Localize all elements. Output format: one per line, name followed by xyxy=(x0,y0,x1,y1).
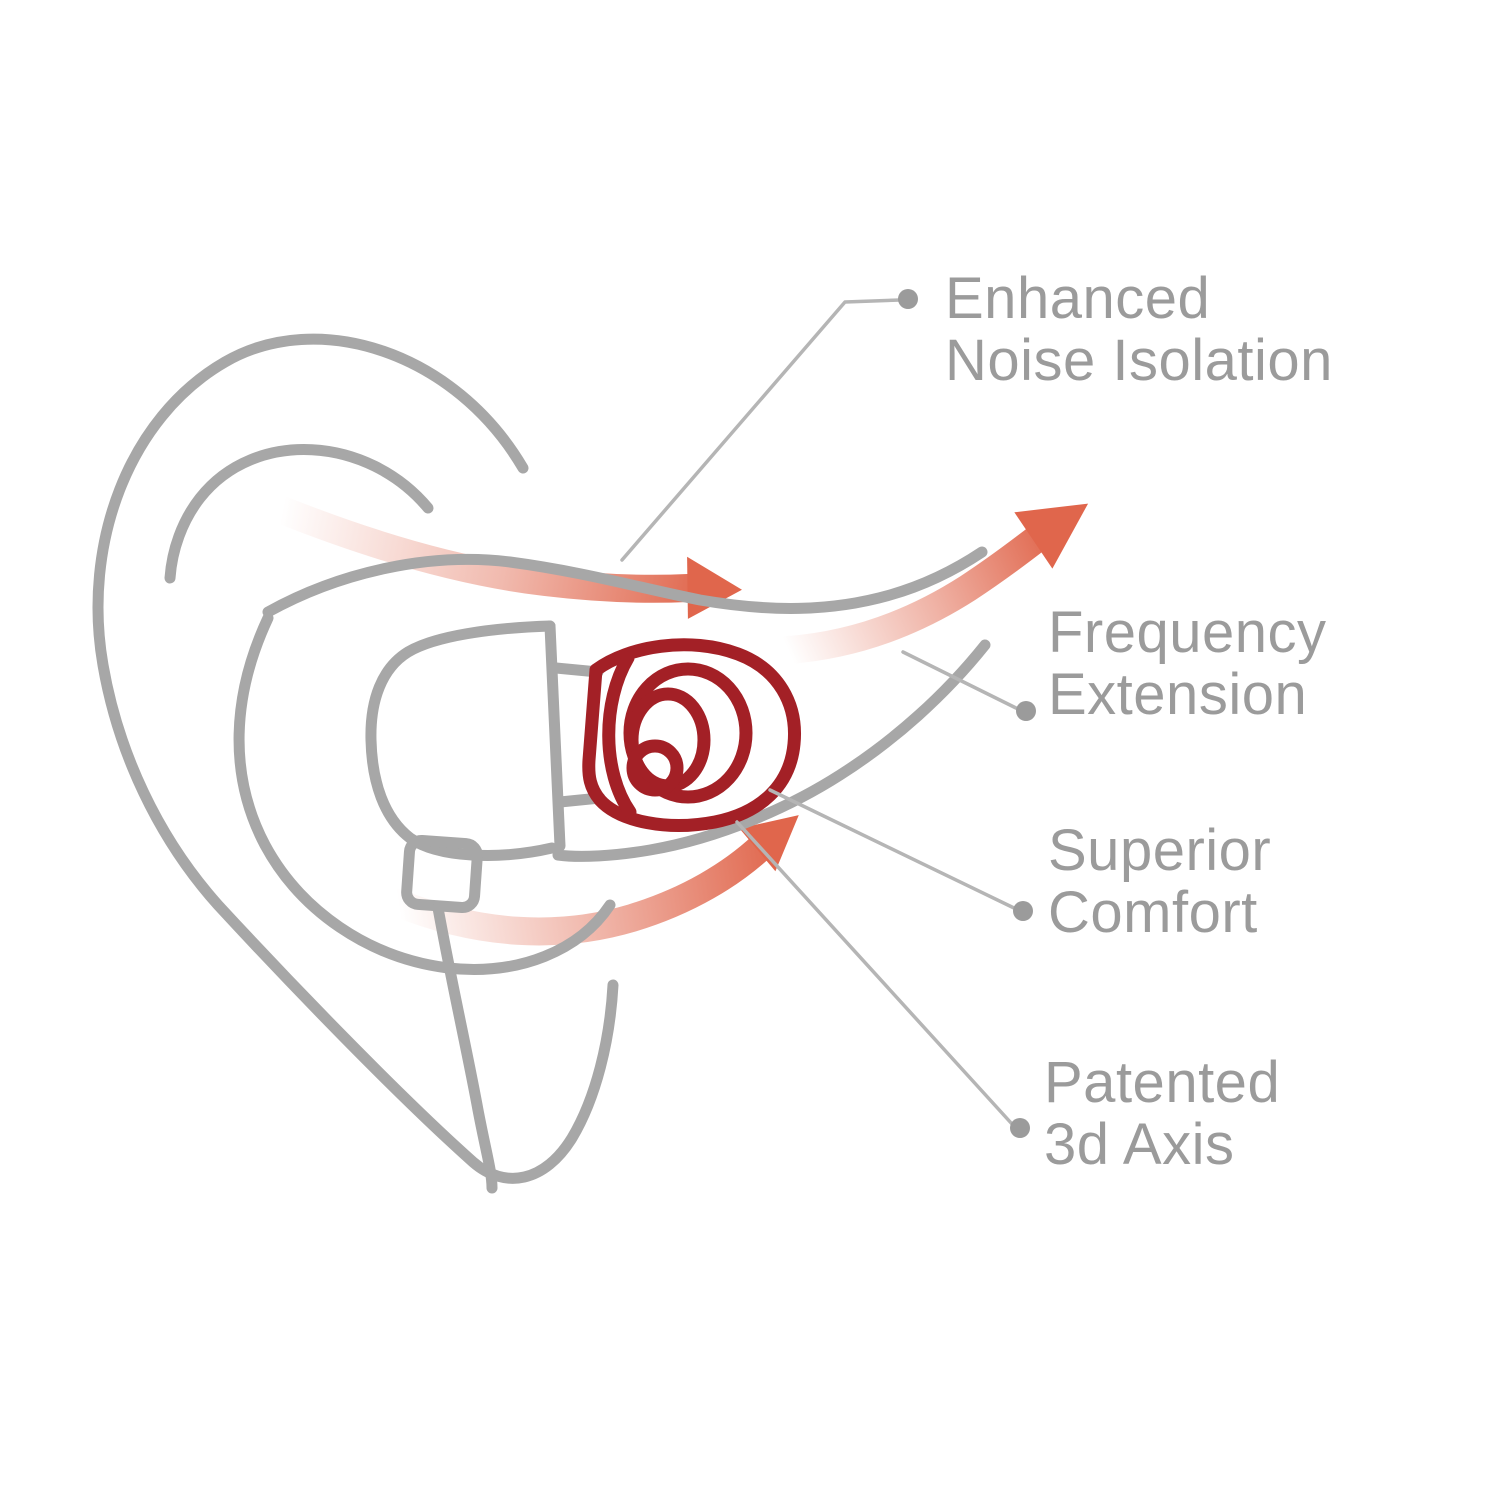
eartip-umbrella-arc-path xyxy=(602,651,637,819)
arrowhead-icon xyxy=(739,815,799,872)
label-frequency-extension-line2: Extension xyxy=(1048,662,1307,727)
leader-dot-icon xyxy=(898,289,918,309)
ear-outer-helix-path xyxy=(92,333,619,1184)
ear-line-art xyxy=(92,333,991,1194)
eartip-drawing xyxy=(582,638,801,832)
label-enhanced-noise-isolation-line2: Noise Isolation xyxy=(945,328,1333,393)
label-patented-3d-axis-line2: 3d Axis xyxy=(1044,1112,1235,1177)
earphone-body-path xyxy=(365,620,558,861)
leader-dot-icon xyxy=(1013,901,1033,921)
label-superior-comfort-line2: Comfort xyxy=(1048,880,1258,945)
eartip-outline-path xyxy=(582,638,801,832)
label-enhanced-noise-isolation-line1: Enhanced xyxy=(945,266,1210,331)
eartip-core-circle xyxy=(626,739,684,797)
arrowhead-icon xyxy=(687,556,742,619)
sound-flow-arrow-bottom xyxy=(384,832,776,946)
eartip-ring-inner xyxy=(625,687,711,793)
label-superior-comfort-line1: Superior xyxy=(1048,818,1271,883)
sound-flow-arrow-top-right xyxy=(774,522,1054,664)
earphone-wire-path xyxy=(432,902,498,1194)
ear-inner-helix-path xyxy=(164,444,434,584)
label-patented-3d-axis-line1: Patented xyxy=(1044,1050,1280,1115)
ear-concha-path xyxy=(233,612,616,975)
leader-dot-icon xyxy=(1010,1118,1030,1138)
leader-dots xyxy=(898,289,1036,1138)
label-frequency-extension-line1: Frequency xyxy=(1048,600,1327,665)
callout-labels: Enhanced Noise Isolation Frequency Exten… xyxy=(945,266,1333,1177)
leader-line-frequency-extension xyxy=(901,650,1018,710)
leader-lines xyxy=(620,298,1018,1126)
ear-canal-bottom-path xyxy=(552,639,991,862)
ear-canal-top-path xyxy=(262,546,988,618)
leader-dot-icon xyxy=(1016,701,1036,721)
leader-line-enhanced-noise-isolation xyxy=(620,298,902,562)
leader-line-patented-3d-axis xyxy=(735,820,1014,1126)
earphone-faceplate-path xyxy=(544,620,566,852)
leader-line-superior-comfort xyxy=(768,788,1016,910)
arrowhead-icon xyxy=(1014,503,1089,569)
